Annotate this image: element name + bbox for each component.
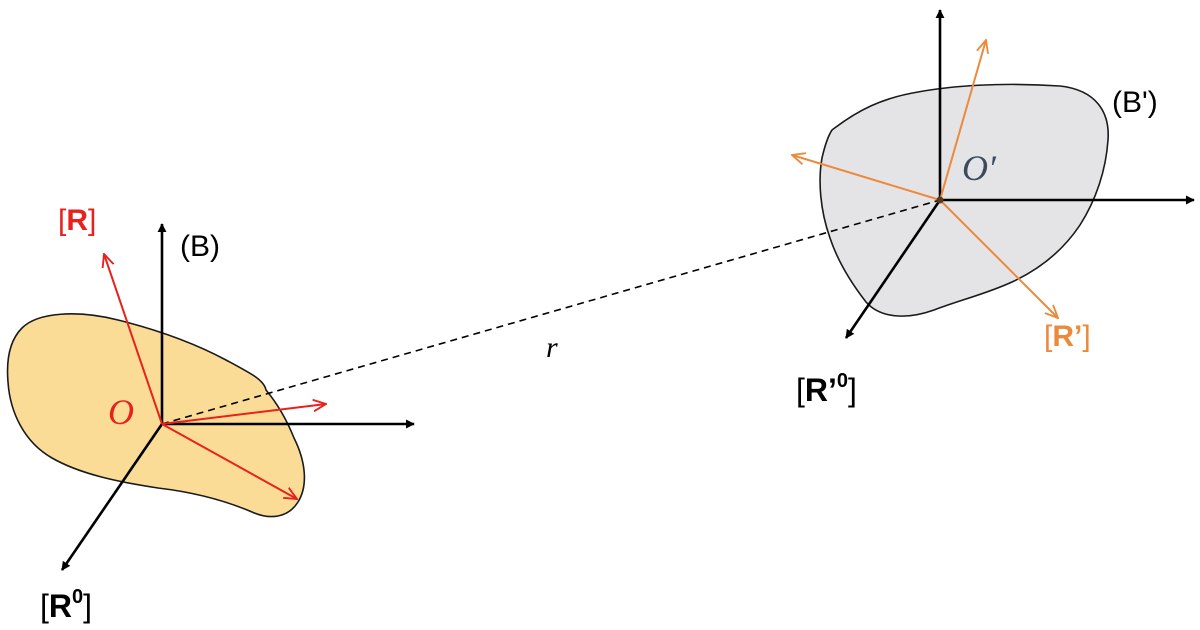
frame-r-label: [R] [58,204,96,237]
r-axis-2 [161,404,326,425]
rp-axis-3 [939,199,1058,318]
r0-axis-out [60,423,164,571]
rp0-axis-out [844,199,942,339]
body-b-shape [6,313,306,518]
r-axis-3 [161,423,297,499]
body-bp-label: (B') [1112,86,1158,119]
frame-rp0-label: [R’0] [796,370,857,408]
rp-axis-2 [792,155,941,201]
origin-op-label: O′ [962,148,997,188]
origin-o-label: O [108,392,134,432]
body-b-label: (B) [180,230,220,263]
r-axis-1 [104,254,163,425]
frame-r0-label: [R0] [40,586,92,624]
frame-rp-label: [R’] [1044,320,1091,353]
origin-op-point [936,196,944,204]
distance-line [161,199,941,425]
distance-label: r [546,331,558,364]
rp-axis-1 [939,40,986,201]
